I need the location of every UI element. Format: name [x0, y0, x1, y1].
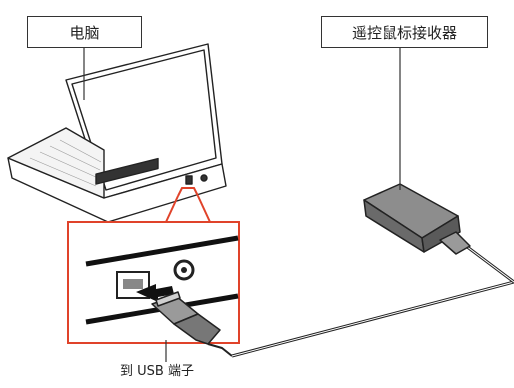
usb-plug-body [173, 313, 221, 345]
callout-pointer [177, 187, 199, 197]
laptop-audio-jack [200, 174, 208, 182]
laptop-keyboard [29, 139, 102, 187]
cable-core [231, 281, 514, 357]
laptop-usb-port [185, 175, 193, 185]
usb-port-inner [123, 279, 143, 289]
insert-arrow [136, 284, 174, 302]
receiver-strain-relief [439, 231, 471, 255]
callout-left-leg [165, 195, 179, 223]
audio-jack-hole [181, 267, 187, 273]
callout-right-leg [197, 195, 211, 223]
computer-label: 电脑 [27, 16, 142, 48]
usb-port-caption: 到 USB 端子 [120, 364, 194, 379]
laptop-keyboard-deck [7, 127, 105, 199]
receiver-side [421, 215, 461, 253]
usb-plug-strain [207, 343, 233, 357]
receiver [363, 183, 471, 255]
cable-to-receiver-core [465, 245, 514, 283]
laptop [7, 43, 227, 223]
port-detail [85, 235, 239, 325]
panel-edge-top [85, 235, 239, 267]
usb-plug [151, 291, 233, 357]
receiver-label: 遥控鼠标接收器 [321, 16, 488, 48]
laptop-side-ports [95, 157, 159, 185]
usb-plug-top [155, 291, 181, 307]
